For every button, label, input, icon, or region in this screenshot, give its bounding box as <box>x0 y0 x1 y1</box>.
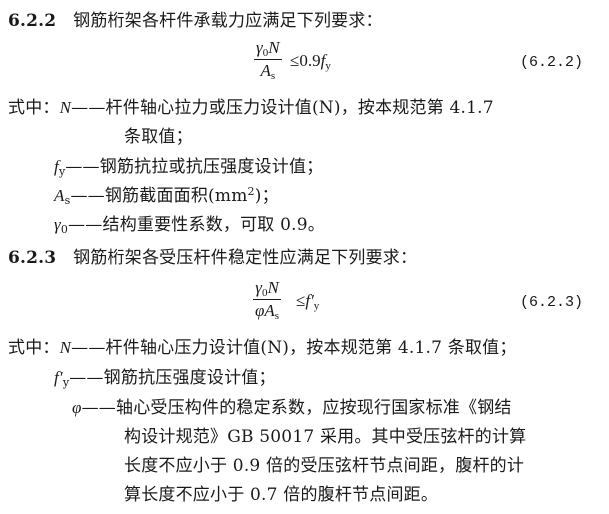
formula-denominator: As <box>260 61 276 82</box>
formula-6-2-3-relation: ≤f′y <box>296 291 320 312</box>
fraction-bar <box>253 299 282 300</box>
definition-row: 条取值； <box>124 127 193 147</box>
definition-row: fy——钢筋抗拉或抗压强度设计值； <box>54 157 324 178</box>
clause-heading-6-2-2: 6.2.2 钢筋桁架各杆件承载力应满足下列要求： <box>8 10 383 32</box>
formula-6-2-3-fraction: γ0N φAs <box>253 278 282 322</box>
definition-row: γ0——结构重要性系数，可取 0.9。 <box>54 215 325 236</box>
fraction-bar <box>254 59 282 60</box>
formula-denominator: φAs <box>255 301 280 322</box>
definition-row: 式中：N——杆件轴心拉力或压力设计值(N)，按本规范第 4.1.7 <box>8 98 494 118</box>
definition-row: 式中：N——杆件轴心压力设计值(N)，按本规范第 4.1.7 条取值； <box>8 338 517 358</box>
clause-number: 6.2.3 <box>8 248 57 268</box>
clause-title: 钢筋桁架各受压杆件稳定性应满足下列要求： <box>73 248 418 268</box>
clause-number: 6.2.2 <box>8 11 57 31</box>
clause-title: 钢筋桁架各杆件承载力应满足下列要求： <box>73 11 383 31</box>
formula-6-2-2-relation: ≤0.9fy <box>290 51 331 72</box>
formula-numerator: γ0N <box>256 38 280 59</box>
definition-row: 算长度不应小于 0.7 倍的腹杆节点间距。 <box>124 485 439 505</box>
formula-numerator: γ0N <box>255 278 279 299</box>
definition-row: As——钢筋截面面积(mm2)； <box>54 185 279 207</box>
definition-row: 长度不应小于 0.9 倍的受压弦杆节点间距，腹杆的计 <box>124 456 525 476</box>
definition-row: φ——轴心受压构件的稳定系数，应按现行国家标准《钢结 <box>72 398 512 418</box>
equation-number-6-2-3: (6.2.3) <box>520 294 584 311</box>
equation-number-6-2-2: (6.2.2) <box>520 54 584 71</box>
definition-row: 构设计规范》GB 50017 采用。其中受压弦杆的计算 <box>124 427 527 447</box>
definition-row: f′y——钢筋抗压强度设计值； <box>54 368 276 389</box>
where-label: 式中： <box>8 98 60 118</box>
formula-6-2-2-fraction: γ0N As <box>254 38 282 82</box>
where-label: 式中： <box>8 338 60 358</box>
clause-heading-6-2-3: 6.2.3 钢筋桁架各受压杆件稳定性应满足下列要求： <box>8 247 417 269</box>
